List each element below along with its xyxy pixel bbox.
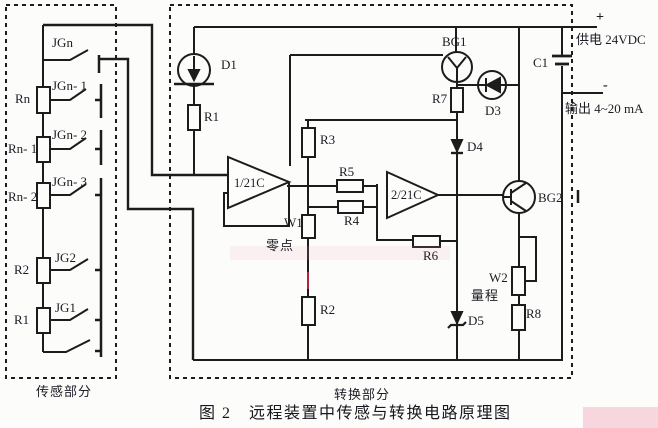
resistor-rn1 [36,136,51,163]
bias-rail [289,54,443,166]
label-switch-jg1: JG1 [55,300,76,315]
resistor-rn [36,86,51,114]
sensing-box-border [5,4,117,379]
label-resistor-r6: R6 [423,248,439,263]
conversion-box-border [169,4,573,379]
capacitor-c1 [552,27,572,360]
r3-branch-wire [305,119,457,360]
label-potentiometer-w2: W2 [489,270,508,285]
switch-jg1 [50,308,89,321]
label-diode-d4: D4 [467,139,483,154]
label-transistor-bg2: BG2 [538,190,563,205]
opamp1-feedback-wire [223,183,290,227]
label-resistor-rn1: Rn- 1 [8,141,38,156]
supply-plus-sign: + [596,10,604,25]
wire-sense-tap [99,57,195,360]
resistor-r5 [336,179,364,193]
label-switch-jg2: JG2 [55,250,76,265]
output-current-label: 输出 4~20 mA [565,101,644,116]
diode-d3 [457,70,519,100]
label-capacitor-c1: C1 [533,55,549,70]
label-opamp-2: 2/21C [391,188,422,202]
w2-wiper-loop [519,236,537,282]
switch-jgn-2 [50,137,87,150]
resistor-r2-sense [36,257,51,284]
label-switch-jgn-2: JGn- 2 [52,127,88,142]
resistor-r2-conv [301,296,316,326]
wire-sense-top [43,23,228,177]
label-opamp-1: 1/21C [234,176,265,190]
label-zero-adjust: 零点 [266,238,295,253]
switch-jgn-1 [50,88,87,101]
resistor-r6 [412,235,441,248]
label-resistor-r8: R8 [526,306,542,321]
label-zener-d5: D5 [468,313,484,328]
label-switch-jgn-1: JGn- 1 [52,78,88,93]
label-resistor-r5: R5 [339,164,355,179]
resistor-rn2 [36,182,51,209]
opamp-1-21c [223,155,292,227]
supply-voltage-label: 供电 24VDC [576,32,646,47]
label-resistor-rn2: Rn- 2 [8,189,38,204]
diode-d4 [450,139,464,155]
transistor-bg2 [502,27,536,267]
label-transistor-bg1: BG1 [442,34,467,49]
potentiometer-w2 [511,266,526,296]
opamp-2-21c [386,170,441,220]
label-resistor-r3: R3 [320,132,336,147]
label-resistor-r4: R4 [344,213,360,228]
switch-jgn [43,49,89,61]
label-resistor-rn: Rn [15,91,31,106]
diode-d1 [174,27,214,105]
resistor-r4 [337,200,364,214]
zener-d5 [447,311,467,329]
resistor-r1-conv [187,104,201,131]
label-switch-jgn-3: JGn- 3 [52,174,88,189]
label-resistor-r2-sense: R2 [14,262,30,277]
label-resistor-r2-conv: R2 [320,302,336,317]
sensing-section-title: 传感部分 [36,384,93,399]
switch-contact-bus [95,55,103,357]
label-resistor-r7: R7 [432,91,448,106]
label-resistor-r1-conv: R1 [204,109,220,124]
label-diode-d3: D3 [485,103,501,118]
label-range-adjust: 量程 [471,288,500,303]
conversion-section-title: 转换部分 [334,387,391,402]
label-diode-d1: D1 [221,57,237,72]
label-switch-jgn: JGn [52,35,73,50]
figure-caption: 图 2 远程装置中传感与转换电路原理图 [199,405,512,422]
resistor-r7 [450,87,464,113]
resistor-r1-sense [36,307,51,334]
switch-bottom [43,339,91,353]
output-minus-sign: - [603,78,608,93]
resistor-r3 [301,127,316,158]
label-resistor-r1-sense: R1 [14,312,30,327]
opamp2-input-bus [363,184,413,241]
label-potentiometer-w1: W1 [284,215,303,230]
switch-jgn-3 [50,183,87,196]
potentiometer-w1 [301,214,316,239]
switch-jg2 [50,258,89,271]
resistor-r8 [511,304,526,331]
